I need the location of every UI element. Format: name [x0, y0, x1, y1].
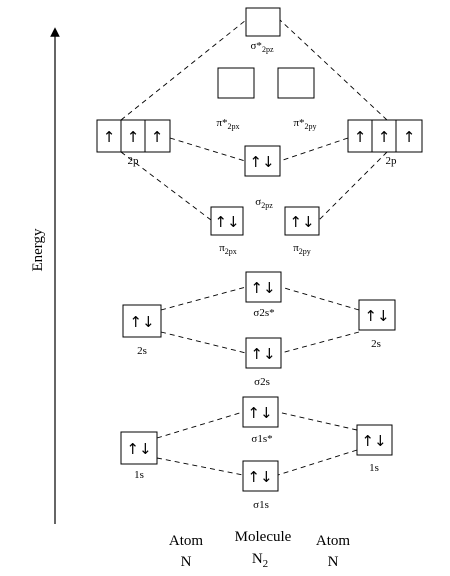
column-middle-species: N	[252, 551, 263, 567]
n-left-2p-electron: ↑	[103, 128, 116, 146]
sigma-star-2pz-sub: 2pz	[262, 45, 274, 54]
n-right-2p-label: 2p	[386, 155, 398, 167]
column-right-title: Atom	[316, 533, 351, 549]
n-right-2p-electron: ↑	[403, 128, 416, 146]
pi-2py-electrons: ↑↓	[289, 213, 314, 231]
correlation-lines	[120, 19, 388, 476]
column-middle: Molecule N2	[235, 529, 292, 570]
pi-2py-label: π	[293, 242, 299, 254]
column-left: Atom N	[169, 533, 204, 570]
column-right: Atom N	[316, 533, 351, 570]
n-left-2p-electron: ↑	[151, 128, 164, 146]
n-left-1s-label: 1s	[134, 469, 144, 481]
n-left-1s-electrons: ↑↓	[126, 440, 151, 458]
sigma-2pz-electrons: ↑↓	[249, 153, 274, 171]
column-middle-species-sub: 2	[263, 558, 269, 570]
pi-2px-electrons: ↑↓	[214, 213, 239, 231]
sigma-2s-electrons: ↑↓	[250, 345, 275, 363]
sigma-2pz-sub: 2pz	[261, 201, 273, 210]
sigma-2pz-orbital: ↑↓ σ2pz	[244, 145, 281, 210]
pi-star-2py-orbital: π*2py	[277, 67, 317, 131]
n-left-2p-electron: ↑	[127, 128, 140, 146]
pi-star-2px-label: π*	[216, 117, 227, 129]
sigma-star-1s-orbital: ↑↓ σ1s*	[242, 396, 279, 445]
n-left-2s-orbital: ↑↓ 2s	[122, 304, 162, 357]
svg-text:π*2py: π*2py	[293, 117, 316, 131]
pi-star-2px-orbital: π*2px	[216, 67, 255, 131]
column-middle-title: Molecule	[235, 529, 292, 545]
pi-2px-sub: 2px	[225, 247, 237, 256]
column-left-species: N	[181, 554, 192, 570]
energy-axis-label: Energy	[30, 228, 46, 272]
sigma-2pz-label: σ	[255, 196, 261, 208]
n-right-1s-label: 1s	[369, 462, 379, 474]
n-right-2p-electron: ↑	[378, 128, 391, 146]
svg-text:N2: N2	[252, 551, 268, 570]
n-left-2p-label: 2p	[128, 155, 140, 167]
sigma-star-2s-electrons: ↑↓	[250, 279, 275, 297]
n-left-2p-orbitals: ↑ ↑ ↑ 2p	[96, 119, 171, 167]
sigma-star-2s-label: σ2s*	[253, 307, 274, 319]
pi-star-2py-label: π*	[293, 117, 304, 129]
sigma-star-2pz-label: σ*	[251, 40, 262, 52]
n-right-2s-electrons: ↑↓	[364, 307, 389, 325]
sigma-2s-orbital: ↑↓ σ2s	[245, 337, 282, 388]
n-right-2p-orbitals: ↑ ↑ ↑ 2p	[347, 119, 423, 167]
sigma-star-1s-electrons: ↑↓	[247, 404, 272, 422]
sigma-1s-electrons: ↑↓	[247, 468, 272, 486]
svg-text:π*2px: π*2px	[216, 117, 239, 131]
n-right-2s-label: 2s	[371, 338, 381, 350]
sigma-1s-label: σ1s	[253, 499, 269, 511]
column-right-species: N	[328, 554, 339, 570]
n-right-1s-electrons: ↑↓	[361, 432, 386, 450]
pi-star-2px-sub: 2px	[228, 122, 240, 131]
n-left-1s-orbital: ↑↓ 1s	[120, 431, 158, 481]
svg-text:σ*2pz: σ*2pz	[251, 40, 274, 54]
n-left-2s-electrons: ↑↓	[129, 313, 154, 331]
n-right-2s-orbital: ↑↓ 2s	[358, 299, 396, 350]
sigma-star-1s-label: σ1s*	[251, 433, 272, 445]
svg-text:σ2pz: σ2pz	[255, 196, 273, 210]
sigma-1s-orbital: ↑↓ σ1s	[242, 460, 279, 511]
n-left-2s-label: 2s	[137, 345, 147, 357]
column-left-title: Atom	[169, 533, 204, 549]
sigma-star-2s-orbital: ↑↓ σ2s*	[245, 271, 282, 319]
n-right-1s-orbital: ↑↓ 1s	[356, 424, 393, 474]
pi-2py-sub: 2py	[299, 247, 311, 256]
pi-2px-label: π	[219, 242, 225, 254]
pi-2py-orbital: ↑↓ π2py	[284, 206, 320, 256]
pi-2px-orbital: ↑↓ π2px	[210, 206, 244, 256]
pi-star-2py-sub: 2py	[305, 122, 317, 131]
n-right-2p-electron: ↑	[354, 128, 367, 146]
svg-text:π2px: π2px	[219, 242, 237, 256]
svg-text:π2py: π2py	[293, 242, 311, 256]
sigma-star-2pz-orbital: σ*2pz	[245, 7, 281, 54]
sigma-2s-label: σ2s	[254, 376, 270, 388]
